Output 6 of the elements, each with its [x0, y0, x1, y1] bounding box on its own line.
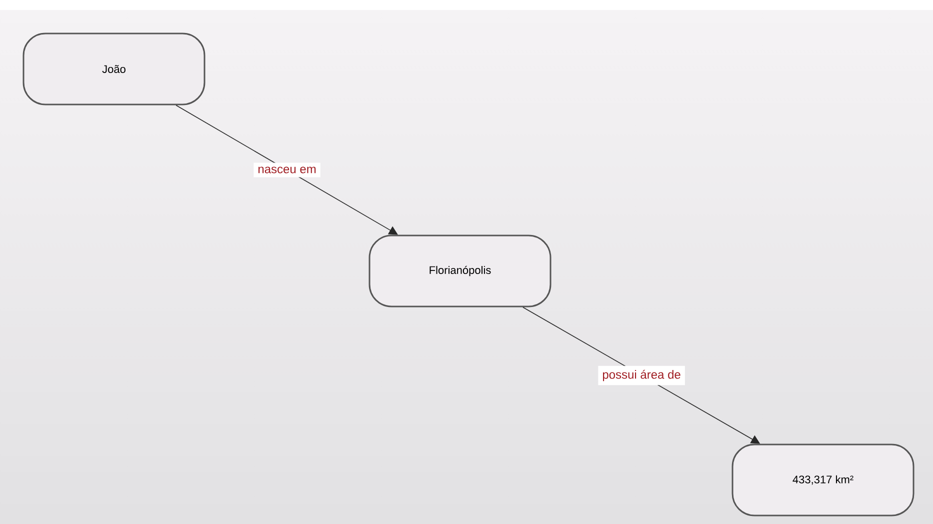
arrow	[176, 104, 398, 235]
rounded-box: Florianópolis	[368, 234, 552, 308]
rounded-box: 433,317 km²	[732, 444, 914, 516]
rounded-box: João	[22, 32, 206, 106]
edge-label: nasceu em	[254, 162, 320, 178]
edge-label: possui área de	[598, 366, 685, 386]
